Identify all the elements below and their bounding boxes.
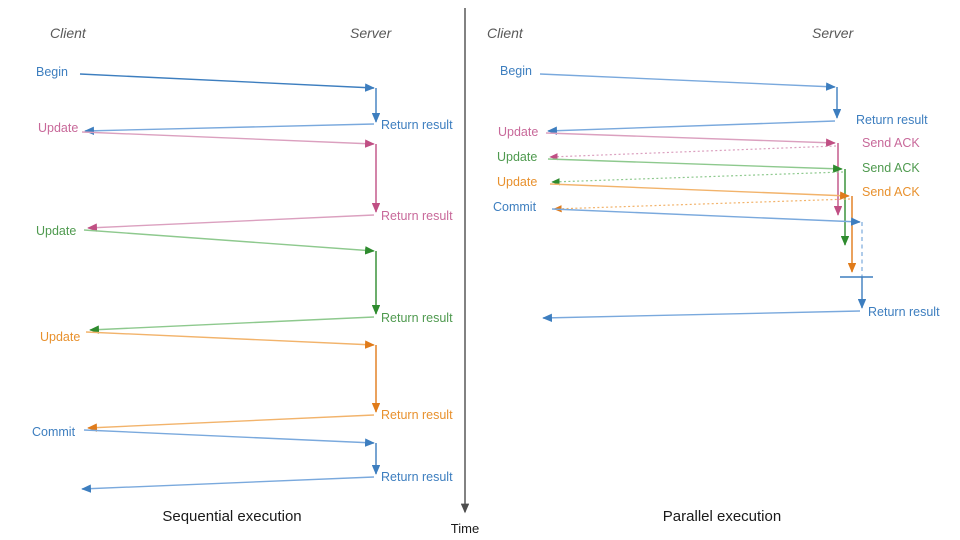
par-label-return-2: Return result — [868, 305, 940, 319]
seq-msg-return-1: Return result — [84, 118, 453, 135]
par-lane-server-header: Server — [812, 25, 855, 41]
par-msg-commit: Commit — [493, 200, 861, 226]
par-arrow-update-3 — [549, 183, 850, 200]
par-msg-update-3: Update — [497, 175, 850, 200]
seq-label-return-4: Return result — [381, 408, 453, 422]
seq-arrow-update-1 — [81, 131, 375, 148]
par-label-update-2: Update — [497, 150, 537, 164]
seq-label-return-1: Return result — [381, 118, 453, 132]
seq-label-update-1: Update — [38, 121, 78, 135]
seq-lane-client-header: Client — [50, 25, 87, 41]
panel-sequential: Client Server Begin Return result Update — [32, 25, 453, 525]
seq-arrow-begin — [79, 73, 375, 92]
par-arrow-update-2 — [547, 158, 843, 173]
seq-lane-server-header: Server — [350, 25, 393, 41]
par-arrow-ack-3 — [553, 198, 851, 213]
par-msg-update-2: Update — [497, 150, 843, 173]
seq-msg-update-2: Update — [36, 224, 375, 255]
par-label-ack-1: Send ACK — [862, 136, 920, 150]
par-msg-ack-2: Send ACK — [551, 161, 920, 186]
seq-label-begin: Begin — [36, 65, 68, 79]
seq-label-return-5: Return result — [381, 470, 453, 484]
par-label-begin: Begin — [500, 64, 532, 78]
par-arrow-ack-1 — [549, 145, 837, 161]
time-axis-label: Time — [451, 521, 479, 536]
seq-msg-commit: Commit — [32, 425, 375, 447]
par-label-update-1: Update — [498, 125, 538, 139]
seq-msg-update-3: Update — [40, 330, 375, 349]
seq-msg-begin: Begin — [36, 65, 375, 92]
seq-arrow-commit — [83, 429, 375, 447]
par-msg-begin: Begin — [500, 64, 836, 91]
par-msg-return-1: Return result — [547, 113, 928, 135]
seq-label-update-3: Update — [40, 330, 80, 344]
seq-arrow-return-3 — [89, 316, 375, 334]
par-label-ack-3: Send ACK — [862, 185, 920, 199]
par-arrow-ack-2 — [551, 171, 844, 186]
seq-label-commit: Commit — [32, 425, 76, 439]
par-arrow-return-2 — [542, 310, 861, 323]
seq-label-update-2: Update — [36, 224, 76, 238]
par-label-ack-2: Send ACK — [862, 161, 920, 175]
seq-arrow-return-4 — [87, 414, 375, 432]
par-label-update-3: Update — [497, 175, 537, 189]
seq-arrow-return-5 — [81, 476, 375, 493]
par-label-commit: Commit — [493, 200, 537, 214]
par-label-return-1: Return result — [856, 113, 928, 127]
seq-msg-return-4: Return result — [87, 408, 453, 432]
par-msg-return-2: Return result — [542, 305, 940, 323]
par-arrow-begin — [539, 73, 836, 91]
seq-label-return-2: Return result — [381, 209, 453, 223]
par-msg-ack-1: Send ACK — [549, 136, 920, 161]
seq-arrow-return-1 — [84, 123, 375, 135]
par-msg-ack-3: Send ACK — [553, 185, 920, 213]
seq-arrow-update-3 — [85, 331, 375, 349]
par-arrow-update-1 — [545, 132, 836, 147]
seq-msg-return-3: Return result — [89, 311, 453, 334]
seq-msg-return-2: Return result — [87, 209, 453, 232]
par-msg-update-1: Update — [498, 125, 836, 147]
par-arrow-commit — [551, 208, 861, 226]
par-caption: Parallel execution — [663, 508, 781, 525]
panel-parallel: Client Server Begin Return result Update — [487, 25, 940, 525]
seq-msg-return-5: Return result — [81, 470, 453, 493]
seq-label-return-3: Return result — [381, 311, 453, 325]
par-lane-client-header: Client — [487, 25, 524, 41]
seq-arrow-update-2 — [83, 229, 375, 255]
seq-msg-update-1: Update — [38, 121, 375, 148]
seq-caption: Sequential execution — [162, 508, 301, 525]
par-arrow-return-1 — [547, 120, 836, 135]
seq-arrow-return-2 — [87, 214, 375, 232]
